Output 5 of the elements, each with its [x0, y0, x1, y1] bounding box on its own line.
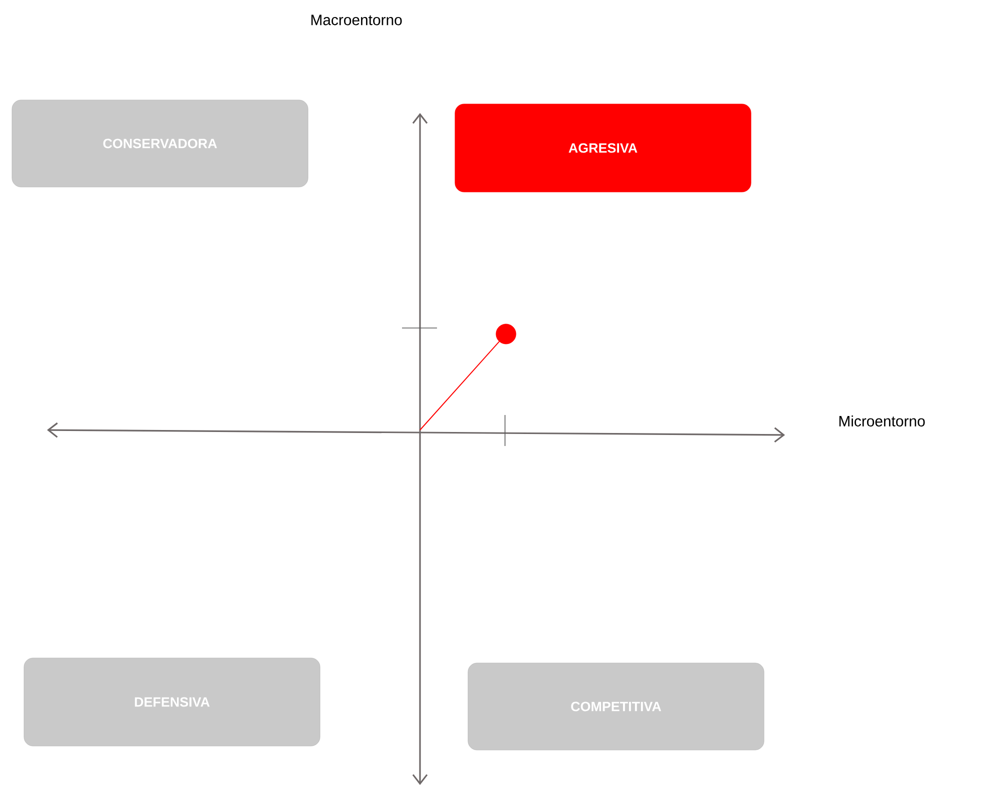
data-point — [496, 324, 516, 344]
axis-label: Macroentorno — [311, 14, 402, 26]
line — [420, 341, 500, 430]
axis-label: Microentorno — [839, 416, 925, 426]
strategy-box: AGRESIVA — [454, 104, 752, 192]
